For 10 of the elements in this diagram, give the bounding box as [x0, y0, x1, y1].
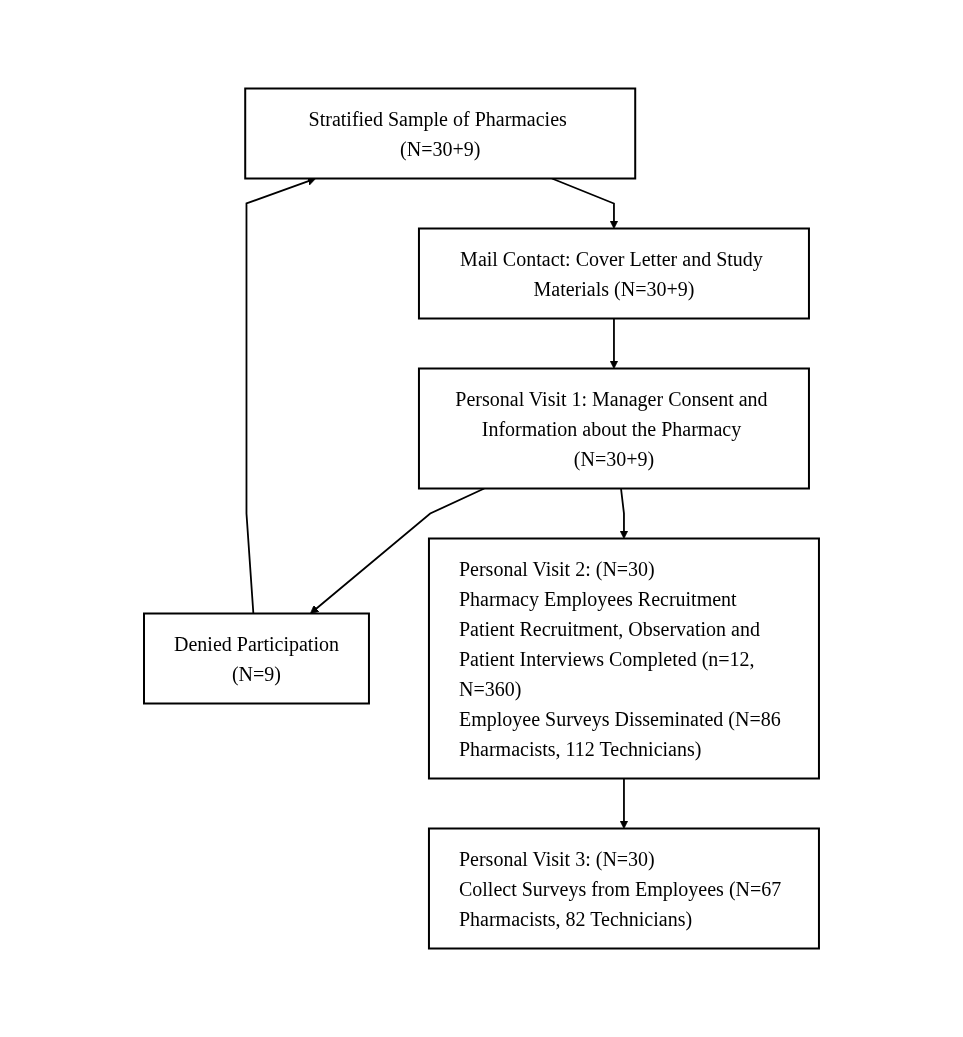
node-box: Mail Contact: Cover Letter and Study Materials (N=30+9) — [417, 227, 810, 320]
node-box: Stratified Sample of Pharmacies (N=30+9) — [244, 87, 637, 180]
arrow — [609, 317, 619, 369]
arrow — [619, 777, 629, 829]
arrow — [619, 487, 629, 539]
node-box: Personal Visit 1: Manager Consent and Information about the Pharmacy (N=30+9) — [417, 367, 810, 490]
node-box: Denied Participation (N=9) — [143, 612, 370, 705]
node-box: Personal Visit 3: (N=30) Collect Surveys from Employees (N=67 Pharmacists, 82 Technicians) — [427, 827, 820, 950]
arrow — [551, 177, 619, 229]
node-box: Personal Visit 2: (N=30) Pharmacy Employees Recruitment Patient Recruitment, Observation and Patient Interviews Completed (n=12, N=360) Employee Surveys Disseminated (N=86 Pharmacists, 112 Technicians) — [427, 537, 820, 780]
